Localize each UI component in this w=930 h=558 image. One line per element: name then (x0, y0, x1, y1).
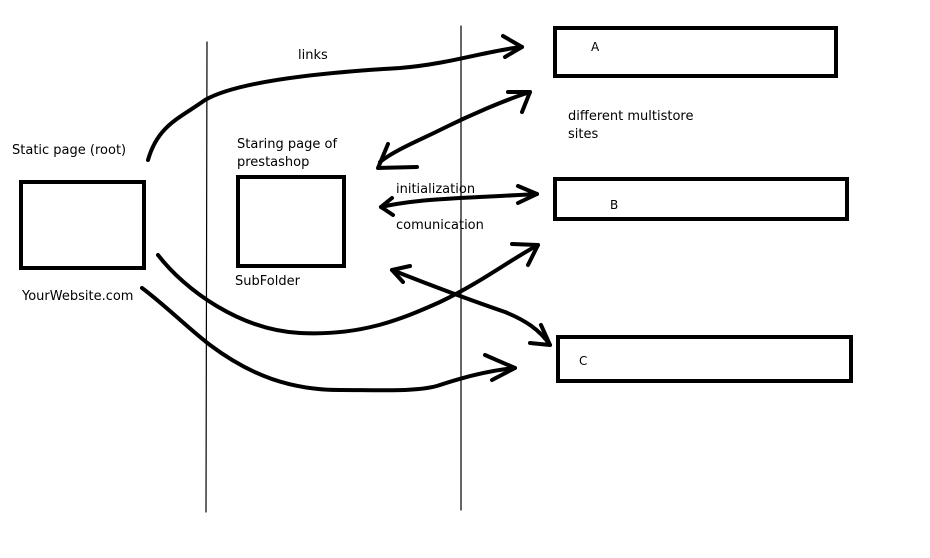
your-website-label: YourWebsite.com (22, 289, 134, 304)
site-b-box (553, 177, 849, 221)
site-c-letter: C (579, 354, 588, 368)
links-label: links (298, 48, 328, 63)
different-sites-label-line1: different multistore (568, 109, 694, 124)
arrow-start-to-b (379, 192, 539, 209)
root-page-box (19, 180, 146, 270)
arrow-start-to-c (390, 268, 552, 347)
prestashop-start-box (236, 175, 346, 268)
divider-line-left (205, 41, 208, 513)
arrowhead-a-side (506, 90, 532, 114)
arrow-root-to-c (140, 286, 517, 393)
initialization-label: initialization (396, 182, 476, 197)
arrowhead-start-c-side (390, 264, 412, 284)
arrowhead-c-side (528, 323, 552, 347)
static-page-label: Static page (root) (12, 143, 127, 158)
arrow-a-to-start (378, 90, 532, 164)
starting-page-label-line1: Staring page of (237, 137, 338, 152)
starting-page-label-line2: prestashop (237, 155, 310, 170)
arrow-root-to-a (146, 45, 524, 162)
site-c-box (556, 335, 853, 383)
arrowhead-root-to-b (510, 242, 540, 267)
arrowhead-start-b-side (379, 196, 395, 217)
arrowhead-root-to-c (483, 353, 517, 382)
communication-label: comunication (396, 218, 484, 233)
subfolder-label: SubFolder (235, 274, 300, 289)
arrowhead-b-side (516, 184, 539, 205)
arrowhead-start-side (376, 142, 419, 170)
arrow-root-to-b (156, 243, 540, 336)
arrowhead-root-to-a (501, 34, 524, 59)
site-a-letter: A (591, 40, 600, 54)
site-b-letter: B (610, 198, 619, 212)
different-sites-label-line2: sites (568, 127, 599, 142)
site-a-box (553, 26, 838, 78)
